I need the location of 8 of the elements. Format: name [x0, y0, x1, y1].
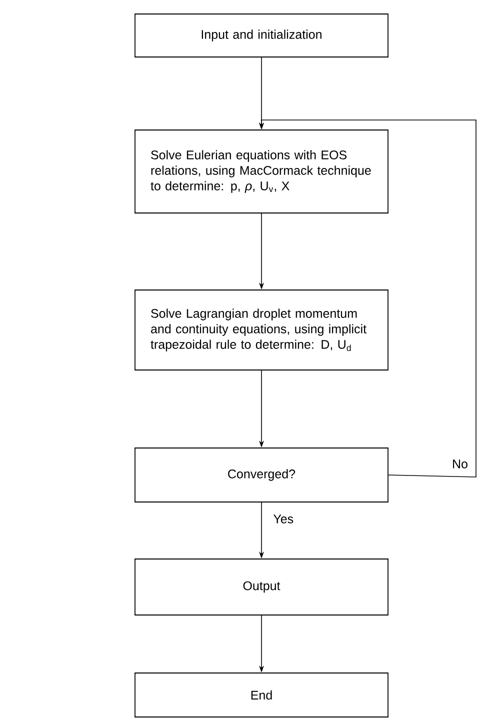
- process-box: End: [134, 672, 388, 718]
- edge-label: Yes: [272, 514, 295, 524]
- process-box: Solve Lagrangian droplet momentum and continuity equations, using implicit trapezoidal rule to determine: D, U$_{d}$: [134, 290, 388, 370]
- edge-label: No: [451, 458, 469, 470]
- process-box: Input and initialization: [134, 14, 388, 58]
- process-box: Output: [134, 558, 388, 616]
- process-box: Converged?: [134, 448, 388, 502]
- process-box: Solve Eulerian equations with EOS relations, using MacCormack technique to determine: p, ρ, U$_{v}$, X: [134, 130, 388, 214]
